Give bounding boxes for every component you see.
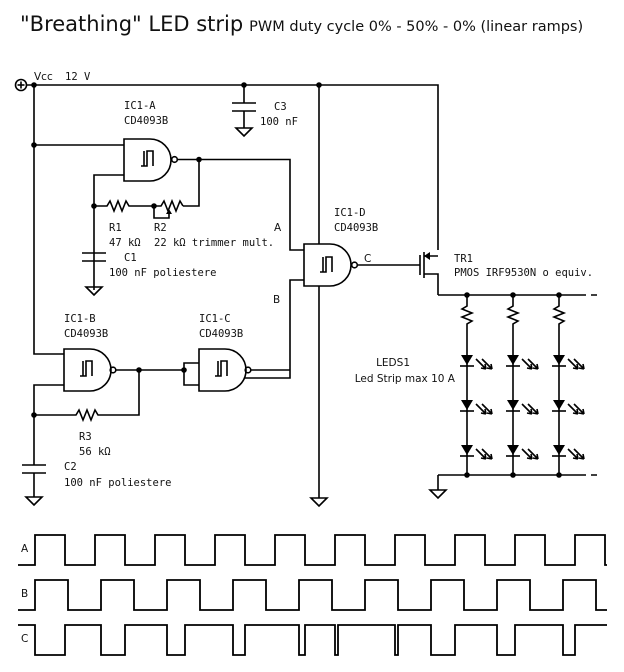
led-column: [551, 292, 585, 478]
ground-icon: [234, 127, 254, 138]
led-icon: [460, 355, 493, 370]
waveform-a: [18, 534, 607, 566]
trimmer-r2: [154, 198, 184, 214]
ic1b-ref: IC1-B: [64, 313, 96, 325]
vcc-label: Vcc: [34, 71, 53, 83]
junction: [556, 472, 562, 478]
nand-gate-ic1b: [63, 348, 117, 392]
timing-diagram: A B C: [18, 534, 607, 656]
title-subtitle: PWM duty cycle 0% - 50% - 0% (linear ram…: [249, 19, 584, 35]
arrow-icon: [424, 252, 430, 260]
nand-gate-ic1a: [123, 138, 179, 182]
ic1c-ref: IC1-C: [199, 313, 231, 325]
led-icon: [552, 445, 585, 460]
junction: [556, 292, 562, 298]
ground-icon: [309, 497, 329, 508]
net-label-a: A: [274, 222, 282, 234]
tr1-ref: TR1: [454, 253, 473, 265]
tr1-value: PMOS IRF9530N o equiv.: [454, 267, 593, 279]
resistor: [551, 295, 567, 475]
led-icon: [506, 355, 539, 370]
junction: [31, 412, 37, 418]
capacitor-c2: [22, 464, 46, 507]
c1-value: 100 nF poliestere: [109, 267, 216, 279]
led-icon: [460, 445, 493, 460]
net-a-wire: [177, 158, 304, 251]
waveform-c: [18, 624, 607, 656]
r1-value: 47 kΩ: [109, 237, 141, 249]
timing-label-a: A: [21, 543, 29, 555]
pmos-tr1: [419, 252, 439, 295]
ic1b-part: CD4093B: [64, 328, 108, 340]
schmitt-icon: [80, 360, 93, 377]
led-icon: [552, 400, 585, 415]
r2-ref: R2: [154, 222, 167, 234]
led-icon: [506, 445, 539, 460]
resistor-r3: [34, 370, 140, 423]
ground-icon: [84, 286, 104, 297]
net-label-b: B: [273, 294, 280, 306]
diagram-title: "Breathing" LED strip PWM duty cycle 0% …: [20, 12, 583, 36]
c2-value: 100 nF poliestere: [64, 477, 171, 489]
vcc-rail: [26, 84, 439, 250]
ic1d-ref: IC1-D: [334, 207, 366, 219]
ic1b-in2-wire: [33, 384, 64, 465]
schmitt-icon: [215, 360, 228, 377]
led-icon: [552, 355, 585, 370]
c3-ref: C3: [274, 101, 287, 113]
ic1a-part: CD4093B: [124, 115, 168, 127]
resistor: [505, 295, 521, 475]
resistor: [459, 295, 475, 475]
c1-ref: C1: [124, 252, 137, 264]
net-label-c: C: [364, 253, 371, 265]
capacitor-c3: [232, 85, 256, 138]
junction: [464, 472, 470, 478]
ground-icon: [428, 489, 448, 500]
led-column: [459, 292, 493, 478]
leds1-value: Led Strip max 10 A: [355, 373, 456, 385]
net-b-wire: [244, 279, 304, 379]
leds1-ref: LEDS1: [376, 357, 410, 369]
ic1a-in2-wire: [93, 174, 124, 290]
led-column: [505, 292, 539, 478]
ground-icon: [24, 496, 44, 507]
c2-ref: C2: [64, 461, 77, 473]
junction: [151, 203, 157, 209]
capacitor-c1: [82, 252, 106, 297]
r3-ref: R3: [79, 431, 92, 443]
led-icon: [460, 400, 493, 415]
junction: [91, 203, 97, 209]
ic1d-part: CD4093B: [334, 222, 378, 234]
led-icon: [506, 400, 539, 415]
junction: [510, 472, 516, 478]
vcc-voltage: 12 V: [65, 71, 91, 83]
vcc-terminal: [14, 78, 28, 92]
ic1c-part: CD4093B: [199, 328, 243, 340]
ic1a-ref: IC1-A: [124, 100, 156, 112]
r3-value: 56 kΩ: [79, 446, 111, 458]
schmitt-icon: [141, 150, 154, 167]
r1-ref: R1: [109, 222, 122, 234]
feedback-wire: [183, 159, 200, 207]
junction: [510, 292, 516, 298]
junction: [464, 292, 470, 298]
timing-label-b: B: [21, 588, 28, 600]
r2-value: 22 kΩ trimmer mult.: [154, 237, 274, 249]
wiper-arrow-icon: [166, 209, 172, 214]
timing-label-c: C: [21, 633, 28, 645]
nand-gate-ic1c: [198, 348, 252, 392]
schmitt-icon: [320, 256, 333, 273]
vcc-left-wire: [33, 85, 64, 355]
nand-gate-ic1d: [303, 243, 359, 287]
c3-value: 100 nF: [260, 116, 298, 128]
title-main: "Breathing" LED strip: [20, 12, 244, 36]
ic1c-inputs-tied: [183, 362, 199, 386]
resistor-r1: [94, 198, 154, 214]
waveform-b: [18, 579, 607, 611]
